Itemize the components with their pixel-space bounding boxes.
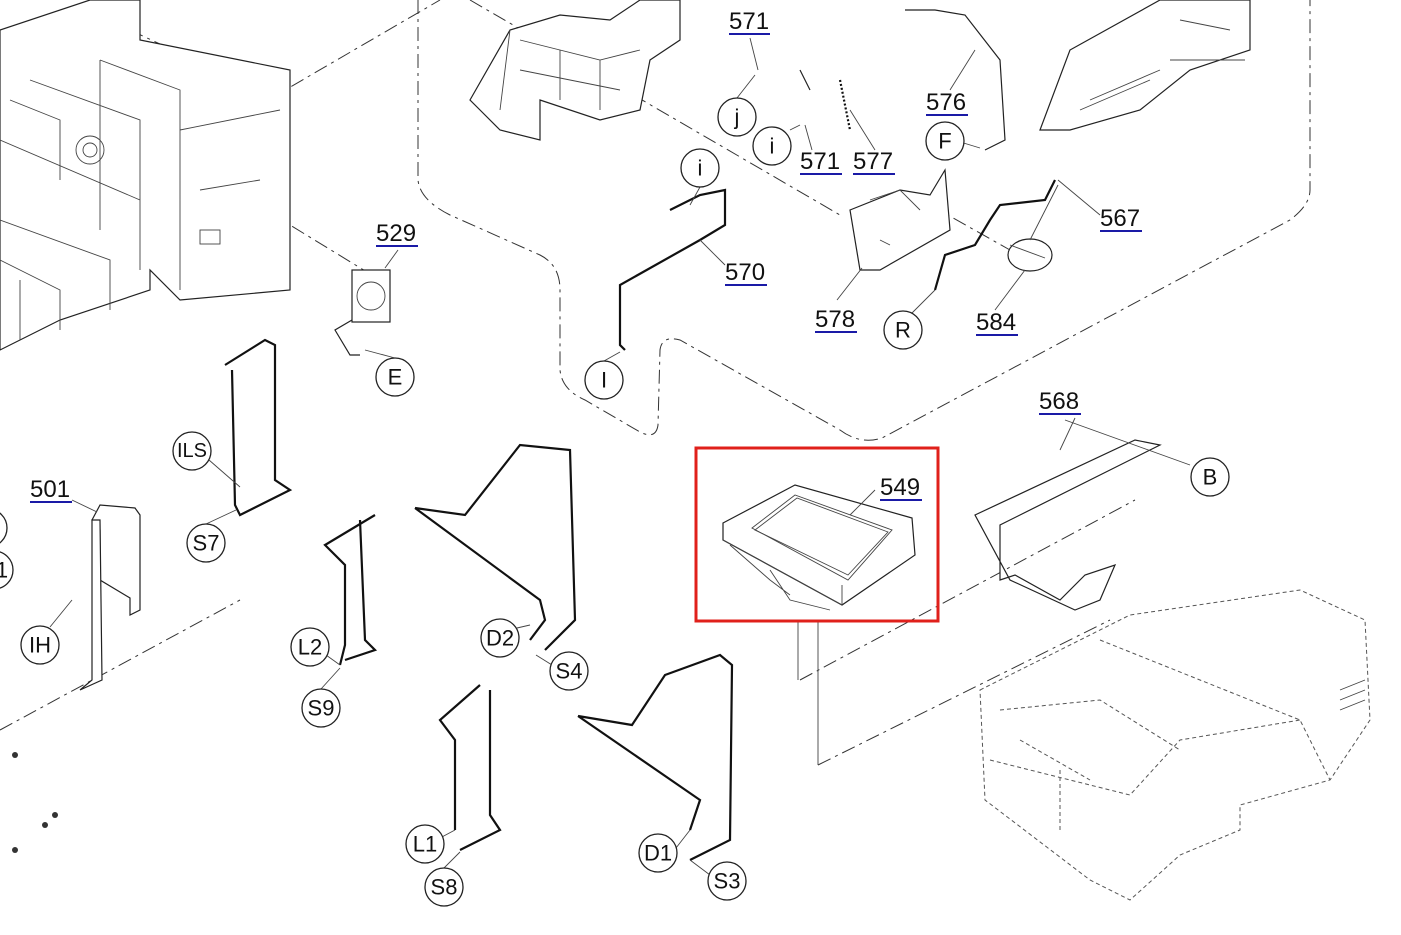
callout-IH: IH	[20, 625, 60, 665]
callout-B: B	[1190, 457, 1230, 497]
callout-I: I	[584, 360, 624, 400]
part-number-584[interactable]: 584	[976, 309, 1018, 336]
callout-S9: S9	[301, 688, 341, 728]
svg-text:584[interactable]: 584	[976, 309, 1016, 336]
svg-text:L1: L1	[413, 832, 437, 857]
spring-577	[838, 79, 852, 131]
callout-F: F	[925, 121, 965, 161]
part-number-568[interactable]: 568	[1039, 388, 1081, 415]
part-number-578[interactable]: 578	[815, 306, 857, 333]
svg-text:577[interactable]: 577	[853, 148, 893, 175]
harness-567	[933, 179, 1056, 291]
part-number-576[interactable]: 576	[926, 89, 968, 116]
callout-edge-partial: 1	[0, 551, 14, 589]
fan-529	[334, 269, 391, 356]
screws-left	[12, 752, 58, 853]
control-panel-549[interactable]	[722, 484, 916, 611]
wire-576	[905, 9, 1006, 151]
svg-text:IH: IH	[29, 633, 51, 658]
svg-text:1: 1	[0, 558, 8, 583]
base-unit	[979, 589, 1371, 901]
callout-j: j	[717, 97, 757, 137]
svg-text:576[interactable]: 576	[926, 89, 966, 116]
cable-ILS	[224, 338, 293, 517]
cable-D1	[577, 653, 734, 861]
svg-text:S8: S8	[431, 875, 458, 900]
cable-D2	[414, 443, 577, 651]
part-number-571[interactable]: 571	[729, 8, 770, 35]
svg-text:B: B	[1203, 465, 1218, 490]
callout-E: E	[375, 357, 415, 397]
svg-text:i: i	[698, 156, 703, 181]
svg-text:571[interactable]: 571	[729, 8, 769, 35]
plate-568	[974, 439, 1162, 611]
svg-text:570[interactable]: 570	[725, 259, 765, 286]
main-frame-part	[0, 0, 291, 351]
callout-D2: D2	[480, 618, 520, 658]
cable-570	[618, 188, 727, 351]
right-cover-part	[1039, 0, 1251, 131]
part-number-571[interactable]: 571	[800, 148, 842, 175]
callout-S8: S8	[424, 867, 464, 907]
upper-bracket-part	[469, 0, 681, 141]
highlight-box	[694, 446, 940, 623]
svg-text:D1: D1	[644, 841, 672, 866]
svg-text:S7: S7	[193, 531, 220, 556]
svg-text:I: I	[601, 368, 607, 393]
gear-assembly-578	[849, 168, 951, 271]
svg-text:F: F	[938, 129, 951, 154]
callout-ILS: ILS	[172, 431, 212, 471]
part-number-549[interactable]: 549	[880, 474, 922, 501]
svg-text:R: R	[895, 318, 911, 343]
svg-text:578[interactable]: 578	[815, 306, 855, 333]
part-number-577[interactable]: 577	[853, 148, 895, 175]
callout-i: i	[752, 126, 792, 166]
svg-text:D2: D2	[486, 626, 514, 651]
svg-text:567[interactable]: 567	[1100, 205, 1140, 232]
svg-text:529[interactable]: 529	[376, 220, 416, 247]
leader-lines	[49, 37, 1191, 876]
callout-D1: D1	[638, 833, 678, 873]
part-number-529[interactable]: 529	[376, 220, 418, 247]
svg-text:ILS: ILS	[177, 440, 207, 462]
part-number-567[interactable]: 567	[1100, 205, 1142, 232]
callout-S4: S4	[549, 651, 589, 691]
callout-R: R	[883, 310, 923, 350]
svg-text:i: i	[770, 134, 775, 159]
svg-text:S3: S3	[714, 869, 741, 894]
cable-L2	[323, 514, 378, 666]
svg-text:L2: L2	[298, 635, 322, 660]
callout-edge-partial: (	[0, 512, 8, 544]
svg-text:S4: S4	[556, 659, 583, 684]
part-number-570[interactable]: 570	[725, 259, 767, 286]
group-boundary	[417, 0, 1311, 441]
callout-L2: L2	[290, 627, 330, 667]
motor-584	[1007, 238, 1053, 272]
svg-text:549[interactable]: 549	[880, 474, 920, 501]
cable-L1	[438, 684, 502, 851]
svg-text:568[interactable]: 568	[1039, 388, 1079, 415]
svg-text:E: E	[388, 365, 403, 390]
callout-S3: S3	[707, 861, 747, 901]
bracket-501	[79, 504, 141, 691]
svg-text:j: j	[734, 105, 740, 130]
part-number-501[interactable]: 501	[30, 476, 72, 503]
callout-i: i	[680, 148, 720, 188]
svg-text:S9: S9	[308, 696, 335, 721]
svg-text:501[interactable]: 501	[30, 476, 70, 503]
svg-text:571[interactable]: 571	[800, 148, 840, 175]
callout-L1: L1	[405, 824, 445, 864]
callout-S7: S7	[186, 523, 226, 563]
